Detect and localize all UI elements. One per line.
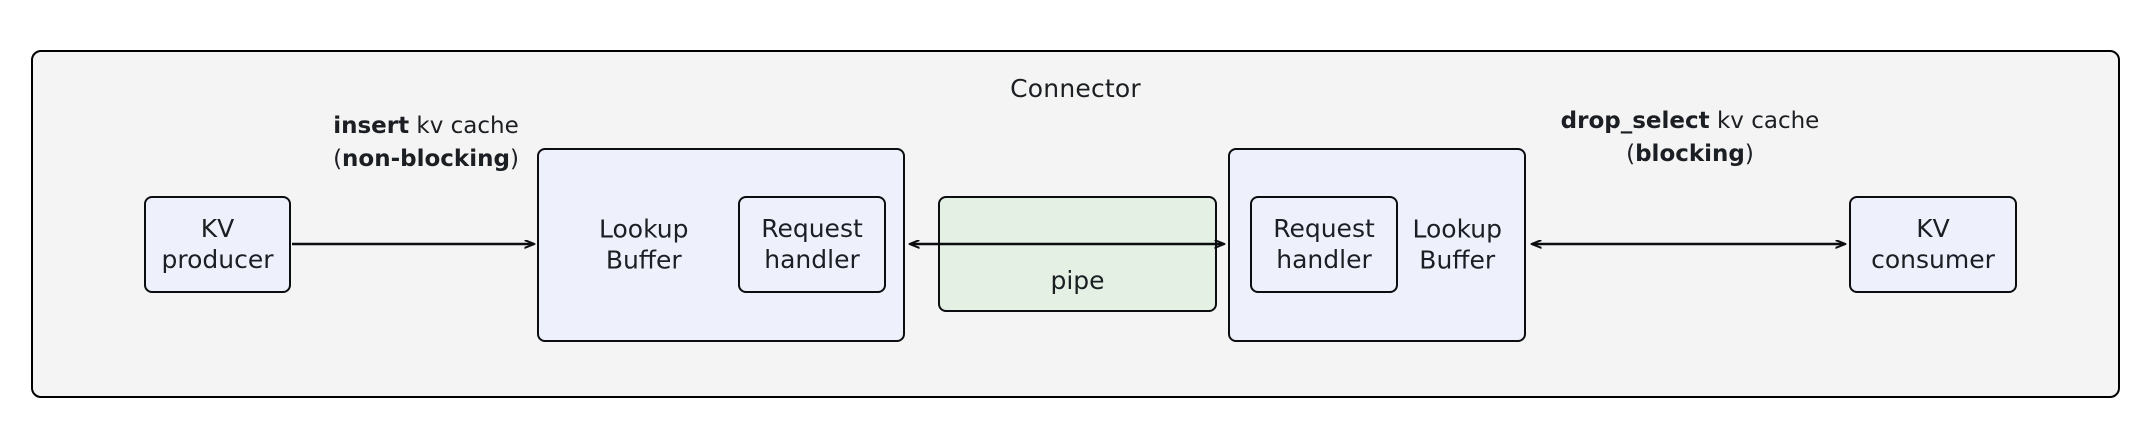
node-kv-consumer[interactable]: KV consumer [1849,196,2017,293]
node-kv-consumer-line1: KV [1916,214,1950,243]
edge-label-drop-select-line2: (blocking) [1540,138,1840,171]
edge-label-insert-line2: (non-blocking) [296,143,556,176]
node-request-handler-right[interactable]: Request handler [1250,196,1398,293]
node-lookup-buffer-right-line2: Buffer [1419,245,1496,274]
edge-label-insert-line1-rest: kv cache [409,113,519,139]
node-kv-consumer-line2: consumer [1871,244,1995,274]
edge-label-drop-select-line1-rest: kv cache [1709,108,1820,134]
edge-label-drop-select-line1: drop_select kv cache [1540,105,1840,138]
edge-label-insert-keyword: insert [333,113,410,139]
edge-label-drop-select-mode: blocking [1635,140,1745,167]
connector-title: Connector [1010,74,1141,103]
node-kv-producer-line1: KV [200,214,235,243]
node-request-handler-left[interactable]: Request handler [738,196,886,293]
node-kv-producer-line2: producer [161,244,274,274]
node-lookup-buffer-left-line2: Buffer [605,245,682,274]
node-kv-producer[interactable]: KV producer [144,196,291,293]
node-lookup-buffer-right-line1: Lookup [1412,214,1502,244]
node-request-handler-right-line2: handler [1276,244,1372,274]
edge-label-drop-select-paren-close: ) [1744,140,1754,167]
edge-label-insert-paren-open: ( [333,145,343,172]
node-request-handler-left-line2: handler [764,244,860,274]
edge-label-drop-select-keyword: drop_select [1560,108,1710,134]
node-request-handler-left-line1: Request [761,214,863,243]
edge-label-drop-select-paren-open: ( [1626,140,1636,167]
node-pipe-label: pipe [1050,265,1105,295]
edge-label-insert-line1: insert kv cache [296,110,556,143]
node-lookup-buffer-right-label: Lookup Buffer [1412,215,1502,276]
edge-label-insert: insert kv cache (non-blocking) [296,110,556,175]
node-pipe[interactable]: pipe [938,196,1217,312]
edge-label-insert-mode: non-blocking [342,145,510,172]
node-request-handler-right-line1: Request [1273,214,1375,243]
edge-label-drop-select: drop_select kv cache (blocking) [1540,105,1840,170]
edge-label-insert-paren-close: ) [509,145,519,172]
node-lookup-buffer-left-line1: Lookup [599,214,689,244]
node-lookup-buffer-left-label: Lookup Buffer [599,215,689,276]
